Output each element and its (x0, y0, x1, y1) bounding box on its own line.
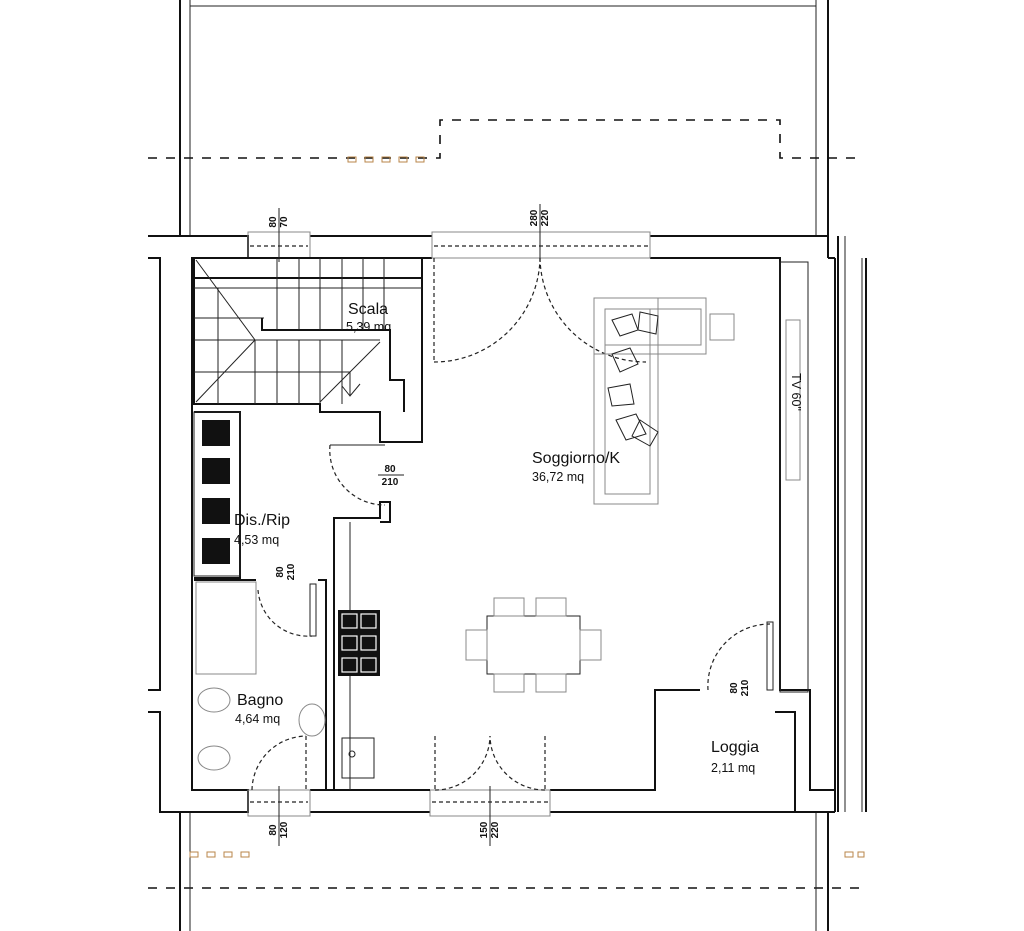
accent-marks (189, 156, 865, 858)
room-name-soggiorno: Soggiorno/K (532, 450, 620, 467)
surrounding-structure (148, 0, 867, 931)
svg-text:150: 150 (479, 821, 490, 838)
svg-text:210: 210 (382, 477, 399, 488)
svg-text:80: 80 (729, 682, 740, 694)
svg-text:220: 220 (490, 821, 501, 838)
svg-text:210: 210 (740, 679, 751, 696)
room-area-loggia: 2,11 mq (711, 761, 755, 775)
staircase (193, 257, 423, 443)
room-area-soggiorno: 36,72 mq (532, 470, 584, 484)
svg-text:210: 210 (286, 563, 297, 580)
doors (251, 257, 774, 791)
svg-text:280: 280 (529, 209, 540, 226)
room-labels: Scala 5,39 mq Soggiorno/K 36,72 mq Dis./… (234, 301, 759, 775)
room-name-scala: Scala (348, 301, 388, 318)
room-area-bagno: 4,64 mq (235, 712, 280, 726)
wardrobe-hangers (202, 420, 230, 564)
svg-text:80: 80 (268, 824, 279, 836)
svg-text:80: 80 (268, 216, 279, 228)
svg-text:220: 220 (540, 209, 551, 226)
svg-text:70: 70 (279, 216, 290, 228)
tv-label: TV 60" (789, 373, 803, 411)
interior-walls (193, 411, 430, 791)
svg-text:80: 80 (275, 566, 286, 578)
furniture: TV 60" (195, 261, 809, 779)
room-area-scala: 5,39 mq (346, 320, 391, 334)
svg-text:80: 80 (384, 464, 396, 475)
opening-dimensions: 80 70 280 220 80 210 80 210 80 210 80 12… (268, 204, 751, 846)
room-name-disimpegno: Dis./Rip (234, 512, 290, 529)
svg-text:120: 120 (279, 821, 290, 838)
windows (247, 231, 651, 817)
cooktop-icon (338, 610, 380, 676)
room-name-loggia: Loggia (711, 739, 759, 756)
room-name-bagno: Bagno (237, 692, 283, 709)
room-area-disimpegno: 4,53 mq (234, 533, 279, 547)
